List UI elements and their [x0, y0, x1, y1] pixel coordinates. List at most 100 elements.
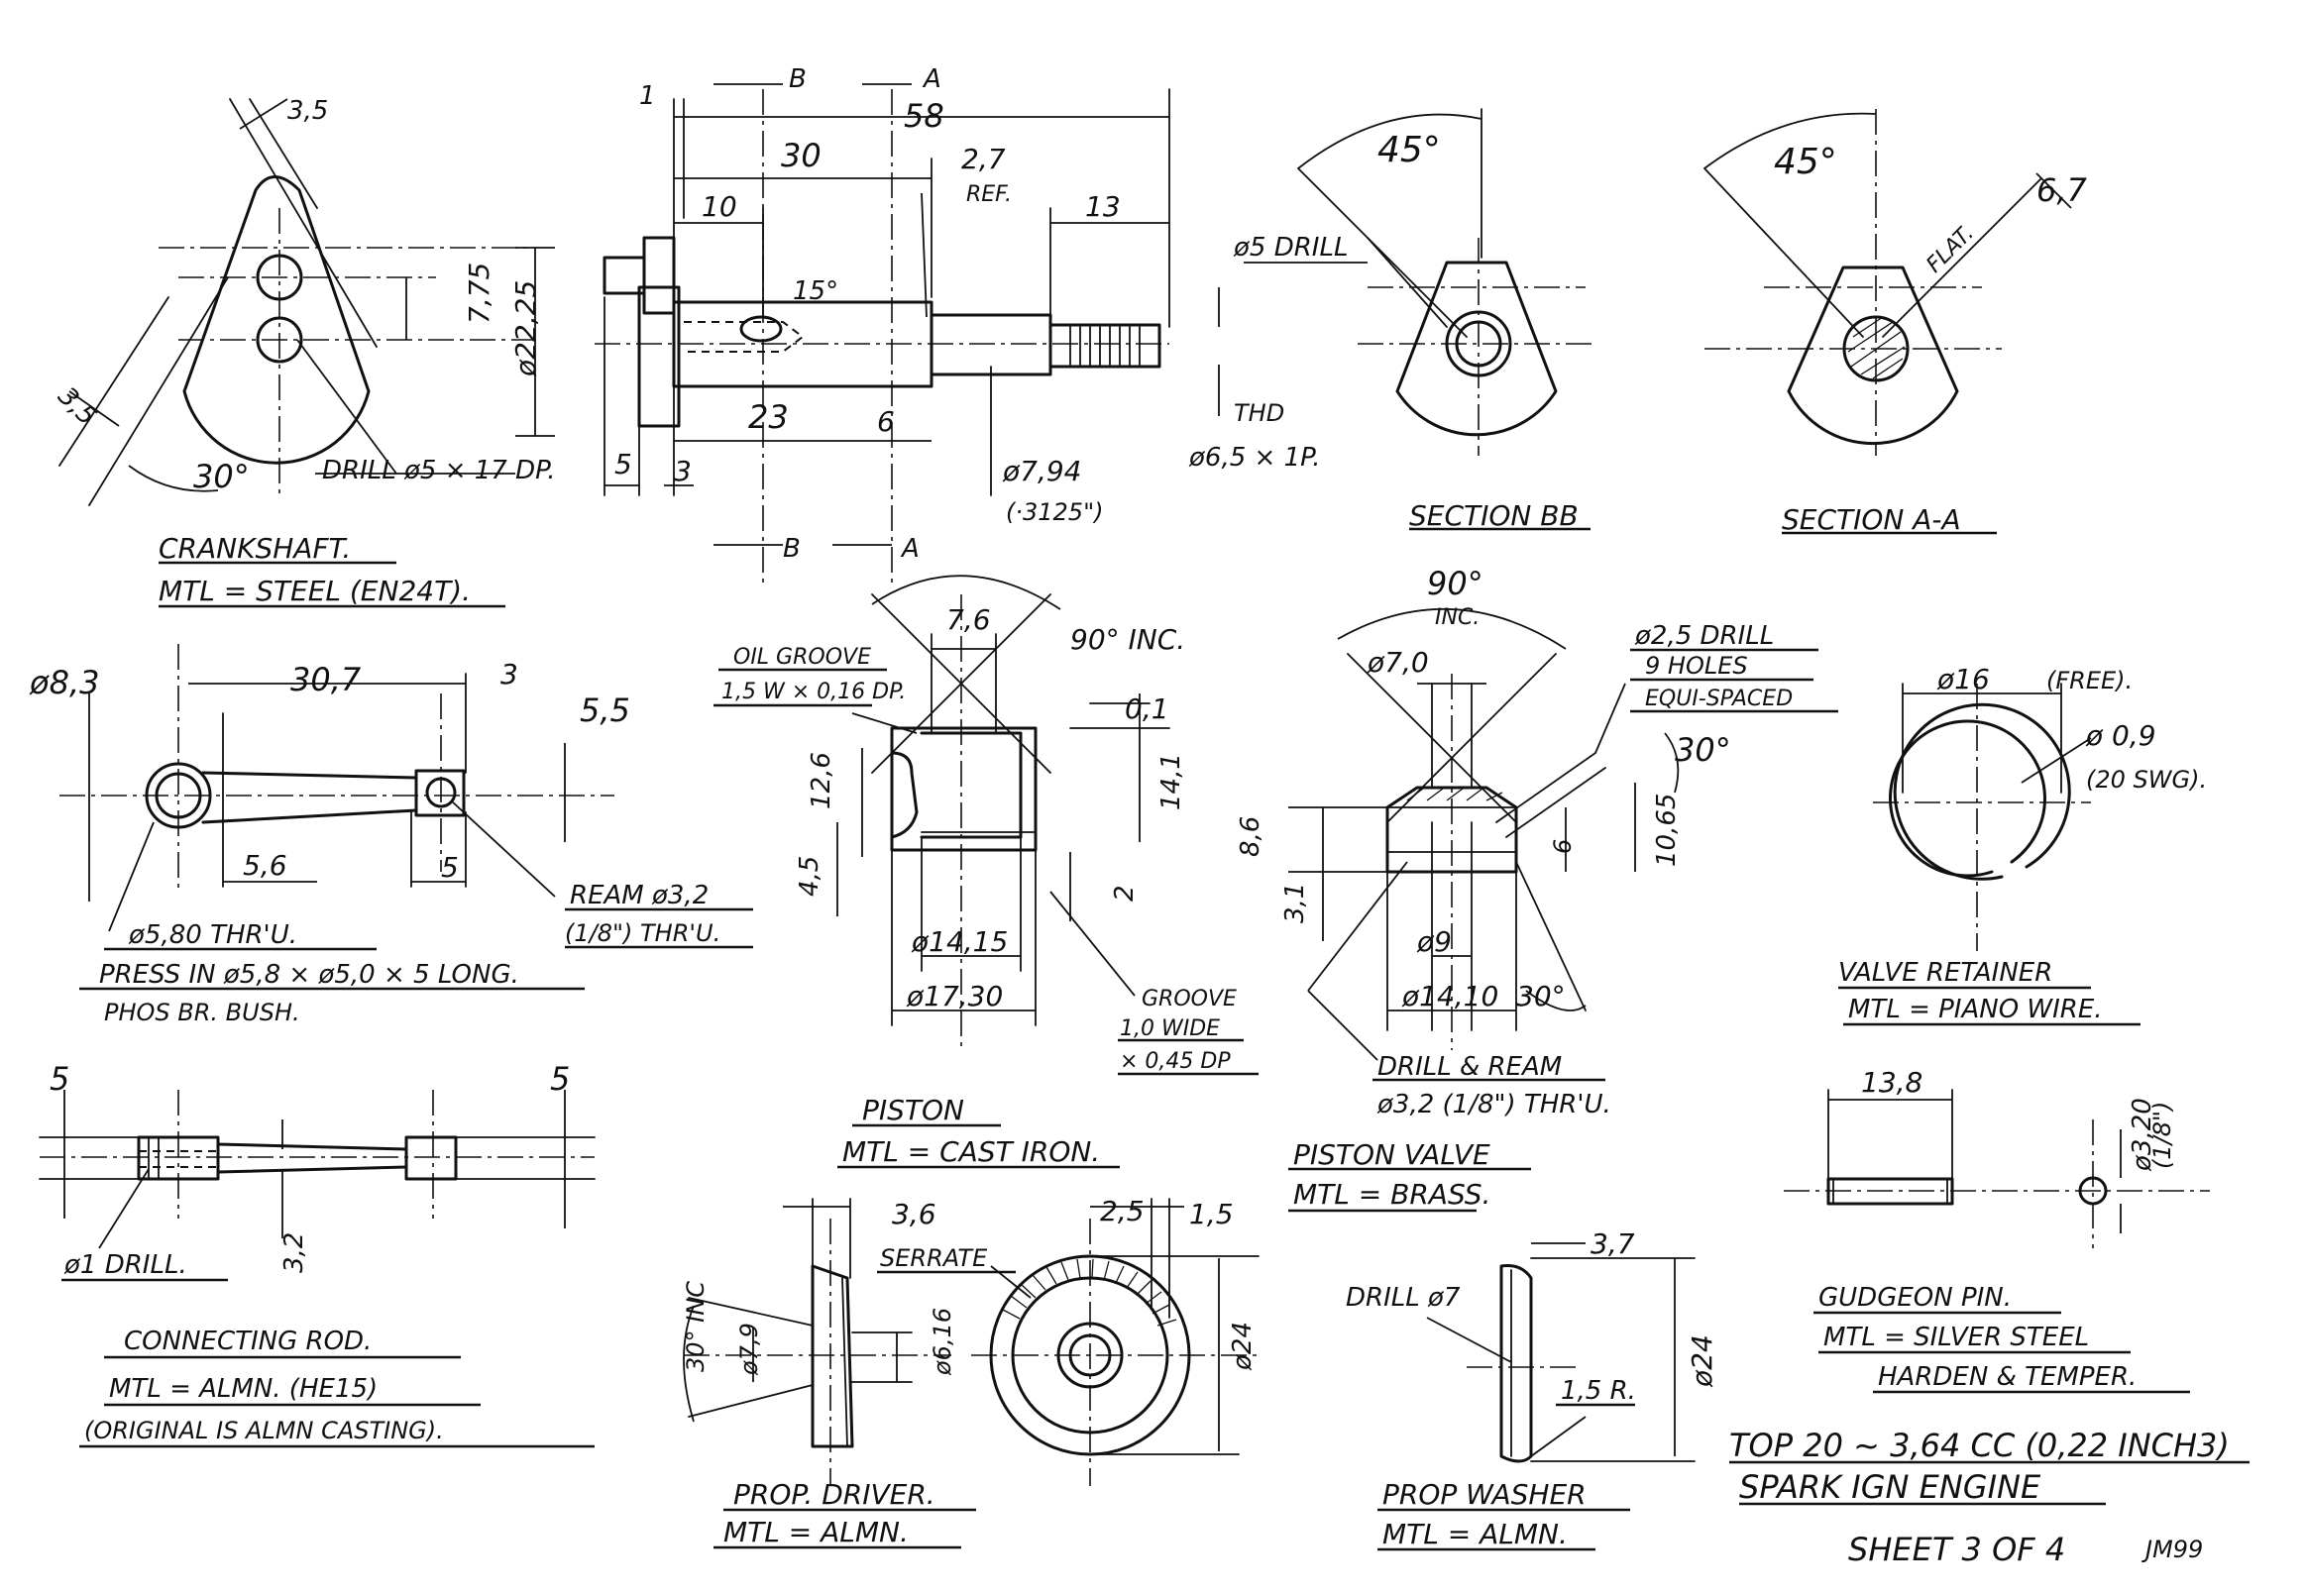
gp-material: MTL = SILVER STEEL [1823, 1323, 2089, 1352]
pv-drill-ream: DRILL & REAM [1377, 1052, 1562, 1082]
dim-3-5-left: 3,5 [52, 381, 101, 431]
prop-washer-view: 3,7 DRILL ø7 1,5 R. ø24 PROP WASHER MTL … [1346, 1227, 1718, 1551]
section-aa-view: 45° FLAT. 6,7 SECTION A-A [1703, 109, 2088, 536]
conrod-note: (ORIGINAL IS ALMN CASTING). [84, 1417, 444, 1444]
conrod-dim-5-6: 5,6 [243, 849, 287, 882]
section-bb-view: 45° ø5 DRILL SECTION BB [1233, 108, 1595, 532]
vr-dim-16: ø16 [1936, 663, 1990, 695]
piston-dim-0-1: 0,1 [1125, 692, 1169, 725]
section-b-marker-top: B [789, 64, 807, 94]
sectionbb-drill: ø5 DRILL [1233, 233, 1348, 263]
crankshaft-side-view: 1 58 30 2,7 REF. 10 13 15° 23 6 5 3 ø7,9… [159, 64, 1320, 608]
dim-1: 1 [639, 81, 656, 111]
crankshaft-web-view: 3,5 3,5 30° 7,75 ø22,25 DRILL ø5 × 17 DP… [52, 96, 556, 506]
pv-dim-10-65: 10,65 [1652, 794, 1682, 867]
pd-dim-6-16: ø6,16 [929, 1308, 956, 1376]
pw-label: PROP WASHER [1382, 1478, 1587, 1511]
serration-marks [1002, 1258, 1177, 1327]
piston-dim-14-1: 14,1 [1156, 753, 1186, 810]
pd-dim-7-9: ø7,9 [735, 1323, 763, 1376]
pv-dim-6: 6 [1549, 839, 1577, 854]
crankshaft-label: CRANKSHAFT. [159, 532, 351, 565]
dim-5: 5 [614, 448, 632, 480]
pw-radius: 1,5 R. [1561, 1376, 1636, 1406]
dim-6: 6 [877, 405, 895, 438]
pv-material: MTL = BRASS. [1293, 1178, 1490, 1211]
pv-dim-3-1: 3,1 [1280, 883, 1310, 923]
piston-dim-4-5: 4,5 [795, 856, 824, 897]
gp-label: GUDGEON PIN. [1818, 1283, 2012, 1313]
gudgeon-pin-view: 13,8 ø3,20 (1/8") GUDGEON PIN. MTL = SIL… [1784, 1066, 2210, 1394]
sectionaa-45-deg: 45° [1774, 142, 1837, 182]
pv-9-holes: 9 HOLES [1645, 652, 1748, 680]
dim-2-7: 2,7 [961, 143, 1006, 175]
pd-dim-1-5: 1,5 [1189, 1198, 1234, 1230]
piston-material: MTL = CAST IRON. [842, 1135, 1100, 1168]
dim-58: 58 [904, 97, 944, 135]
drill-note: DRILL ø5 × 17 DP. [322, 456, 556, 485]
conrod-dim-5-5: 5,5 [580, 692, 630, 729]
sectionaa-label: SECTION A-A [1782, 503, 1961, 536]
pv-inc: INC. [1435, 605, 1480, 630]
title-line-1: TOP 20 ~ 3,64 CC (0,22 INCH3) [1729, 1427, 2230, 1464]
pw-material: MTL = ALMN. [1382, 1518, 1568, 1550]
sectionaa-6-7: 6,7 [2036, 171, 2088, 209]
piston-label: PISTON [862, 1094, 964, 1126]
pd-dim-2-5: 2,5 [1100, 1195, 1145, 1227]
pd-serrate: SERRATE [880, 1244, 988, 1272]
vr-material: MTL = PIANO WIRE. [1848, 995, 2103, 1024]
piston-dim-2: 2 [1110, 885, 1140, 902]
dim-23: 23 [748, 398, 789, 436]
pv-label: PISTON VALVE [1293, 1138, 1490, 1171]
conrod-side-view: 5 5 ø1 DRILL. 3,2 CONNECTING ROD. MTL = … [39, 1060, 596, 1448]
dim-3125: (·3125") [1006, 498, 1103, 526]
pv-30-deg-bottom: 30° [1516, 980, 1566, 1012]
dim-30-deg: 30° [193, 458, 250, 495]
piston-oil-groove-size: 1,5 W × 0,16 DP. [721, 680, 906, 704]
crankshaft-material: MTL = STEEL (EN24T). [159, 575, 471, 607]
sectionbb-45-deg: 45° [1377, 130, 1441, 170]
piston-dim-14-15: ø14,15 [911, 925, 1008, 958]
pv-dim-14-10: ø14,10 [1401, 980, 1498, 1012]
dim-13: 13 [1085, 190, 1121, 223]
vr-label: VALVE RETAINER [1838, 958, 2052, 988]
conrod-ream-thru: (1/8") THR'U. [565, 919, 720, 947]
conrod-dim-8-3: ø8,3 [29, 664, 99, 701]
pv-30-deg: 30° [1675, 731, 1731, 769]
gp-note: HARDEN & TEMPER. [1878, 1362, 2137, 1392]
pv-90-deg: 90° [1427, 565, 1483, 602]
conrod-side-dim-5-right: 5 [550, 1060, 570, 1098]
dim-ref: REF. [966, 182, 1012, 207]
pv-dim-8-6: 8,6 [1236, 816, 1265, 857]
piston-groove: GROOVE [1142, 987, 1237, 1011]
conrod-ream: REAM ø3,2 [570, 881, 709, 910]
piston-90-inc: 90° INC. [1070, 623, 1185, 656]
pv-drill-size: ø3,2 (1/8") THR'U. [1376, 1090, 1611, 1119]
sectionbb-label: SECTION BB [1409, 499, 1579, 532]
pv-dim-9: ø9 [1416, 925, 1452, 958]
pd-dim-24: ø24 [1228, 1322, 1258, 1371]
gp-dim-13-8: 13,8 [1861, 1066, 1922, 1099]
conrod-dim-5: 5 [441, 851, 459, 884]
gp-dim-3-20: ø3,20 [2128, 1098, 2157, 1172]
pw-dim-3-7: 3,7 [1591, 1227, 1635, 1260]
sheet-number: SHEET 3 OF 4 [1848, 1531, 2065, 1568]
dim-7-75: 7,75 [463, 263, 495, 324]
vr-dim-0-9: ø 0,9 [2085, 719, 2156, 752]
piston-dim-12-6: 12,6 [807, 752, 836, 809]
conrod-press-in: PRESS IN ø5,8 × ø5,0 × 5 LONG. [99, 960, 519, 990]
title-block: TOP 20 ~ 3,64 CC (0,22 INCH3) SPARK IGN … [1729, 1427, 2250, 1568]
dim-15-deg: 15° [793, 276, 838, 306]
vr-free: (FREE). [2046, 667, 2133, 694]
prop-driver-view: 3,6 2,5 1,5 SERRATE 30° INC ø7,9 ø6,16 ø… [682, 1195, 1260, 1549]
section-b-marker-bottom: B [783, 534, 801, 564]
pv-drill-2-5: ø2,5 DRILL [1634, 621, 1774, 651]
piston-dim-7-6: 7,6 [946, 603, 991, 636]
piston-valve-view: 90° INC. ø7,0 ø2,5 DRILL 9 HOLES EQUI-SP… [1236, 565, 1838, 1213]
gp-dim-1-8: (1/8") [2148, 1102, 2176, 1169]
dim-30: 30 [781, 137, 822, 174]
pv-equi-spaced: EQUI-SPACED [1645, 687, 1793, 711]
conrod-580-thru: ø5,80 THR'U. [128, 920, 297, 950]
